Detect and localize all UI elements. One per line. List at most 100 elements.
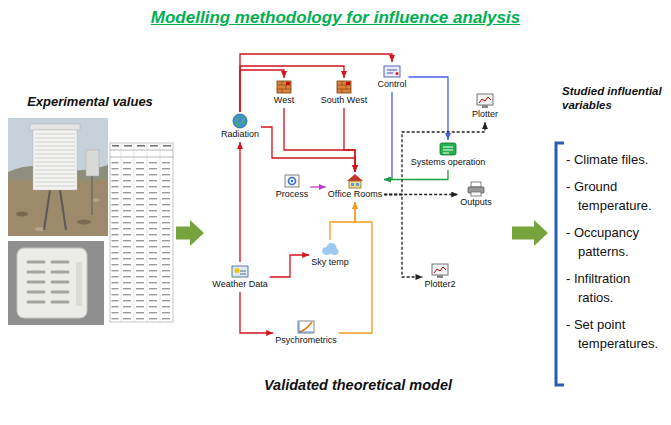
connector xyxy=(240,54,392,112)
component-label: Sky temp xyxy=(311,257,349,268)
flow-arrow xyxy=(512,227,534,240)
component-label: Office Rooms xyxy=(328,189,382,200)
component-icon xyxy=(230,263,250,279)
component-block: Office Rooms xyxy=(326,172,384,202)
component-block: Radiation xyxy=(219,112,261,142)
title-row: Modelling methodology for influence anal… xyxy=(0,0,671,29)
icon-part xyxy=(477,94,493,105)
input-panel: Experimental values xyxy=(4,92,176,332)
connector xyxy=(384,170,448,180)
sensor-photo xyxy=(76,262,82,306)
component-label: Radiation xyxy=(221,129,259,140)
icon-part xyxy=(330,248,338,255)
component-icon xyxy=(475,93,495,109)
data-table-image xyxy=(112,145,119,147)
sensor-photo xyxy=(8,241,104,325)
bracket xyxy=(556,143,564,385)
data-table-image xyxy=(124,145,132,147)
data-table-image xyxy=(110,143,173,322)
component-icon xyxy=(466,181,486,197)
output-panel: Studied influential variables- Climate f… xyxy=(548,80,667,361)
connector xyxy=(384,195,422,278)
bracket xyxy=(556,143,564,385)
component-label: Psychrometrics xyxy=(275,335,337,346)
component-label: Plotter2 xyxy=(424,279,455,290)
component-block: Plotter2 xyxy=(422,262,457,292)
icon-part xyxy=(440,143,456,155)
icon-part xyxy=(291,180,293,182)
connector xyxy=(310,186,326,187)
data-table-image xyxy=(150,145,158,147)
model-caption: Validated theoretical model xyxy=(204,376,512,394)
weather-station-photo xyxy=(44,190,50,230)
icon-part xyxy=(299,322,313,332)
icon-part xyxy=(479,97,491,103)
connector xyxy=(384,122,485,195)
icon-part xyxy=(240,271,246,274)
component-label: Control xyxy=(377,79,406,90)
icon-part xyxy=(471,192,481,196)
icon-part xyxy=(351,183,354,186)
icon-part xyxy=(337,81,351,93)
data-table-image xyxy=(163,145,171,147)
weather-station-photo xyxy=(16,212,28,217)
list-item: - Climate files. xyxy=(578,150,666,169)
component-block: Process xyxy=(274,172,311,202)
component-block: Systems operation xyxy=(409,140,488,170)
icon-part xyxy=(347,174,363,181)
list-item: - Ground temperature. xyxy=(578,177,666,215)
icon-part xyxy=(235,268,240,273)
icon-part xyxy=(349,181,361,188)
connector xyxy=(261,127,355,172)
icon-part xyxy=(232,266,248,277)
icon-part xyxy=(471,182,481,187)
icon-part xyxy=(285,175,299,187)
icon-part xyxy=(346,82,350,85)
icon-part xyxy=(298,321,314,333)
connector xyxy=(240,66,344,112)
connector xyxy=(240,292,273,333)
list-item: - Infiltration ratios. xyxy=(578,269,666,307)
component-icon xyxy=(296,319,316,335)
icon-part xyxy=(356,183,359,186)
data-table-image xyxy=(110,158,173,321)
icon-part xyxy=(299,322,312,332)
component-block: Weather Data xyxy=(210,262,269,292)
component-block: South West xyxy=(319,78,369,108)
connector xyxy=(339,202,372,333)
component-label: Outputs xyxy=(460,197,492,208)
model-panel: Validated theoretical modelWestSouth Wes… xyxy=(204,50,512,398)
component-icon xyxy=(382,63,402,79)
icon-part xyxy=(384,66,400,77)
icon-part xyxy=(387,70,397,73)
component-block: Plotter xyxy=(470,92,500,122)
icon-part xyxy=(277,81,291,93)
connector xyxy=(284,108,355,172)
component-block: Outputs xyxy=(458,180,494,210)
weather-station-photo xyxy=(35,134,75,186)
weather-station-photo xyxy=(92,198,100,202)
icon-part xyxy=(437,275,443,278)
data-table-image xyxy=(121,143,160,322)
connector xyxy=(239,142,240,262)
connector xyxy=(270,255,310,277)
component-block: Psychrometrics xyxy=(273,318,339,348)
weather-station-photo xyxy=(33,130,77,190)
icon-part xyxy=(432,264,448,275)
sensor-photo xyxy=(17,248,87,318)
connector xyxy=(344,108,355,172)
data-table-image xyxy=(110,150,173,157)
icon-part xyxy=(233,114,247,128)
weather-station-photo xyxy=(60,190,66,230)
component-icon xyxy=(345,173,365,189)
flow-arrow xyxy=(176,227,190,240)
icon-part xyxy=(288,178,295,185)
component-icon xyxy=(320,241,340,257)
icon-part xyxy=(236,116,245,126)
weather-station-photo xyxy=(91,176,92,215)
component-block: Control xyxy=(375,62,408,92)
component-label: Plotter xyxy=(472,109,498,120)
